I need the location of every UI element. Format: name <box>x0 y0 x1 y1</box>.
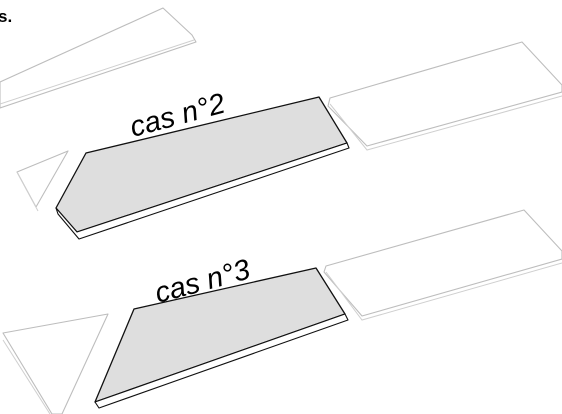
case-3-right-offcut-edge <box>325 262 562 321</box>
case-3-left-offcut <box>2 313 109 414</box>
case-1-ghost-board <box>0 7 197 109</box>
case-3-left-offcut-edge <box>2 339 51 414</box>
case-2-group: cas n°2 <box>16 41 562 240</box>
case-2-right-offcut-edge <box>329 95 562 151</box>
case-2-left-offcut-edge <box>16 171 39 212</box>
case-3-right-offcut <box>323 209 562 317</box>
case-1-group: s. <box>0 7 197 109</box>
case-2-left-offcut <box>16 150 69 208</box>
case-1-ghost-edge <box>0 39 195 105</box>
case-2-piece-thickness <box>55 142 350 240</box>
case-3-piece-thickness <box>94 313 349 409</box>
case-3-group: cas n°3 <box>2 209 562 414</box>
header-fragment-text: s. <box>0 7 12 26</box>
case-2-right-offcut <box>327 41 562 147</box>
